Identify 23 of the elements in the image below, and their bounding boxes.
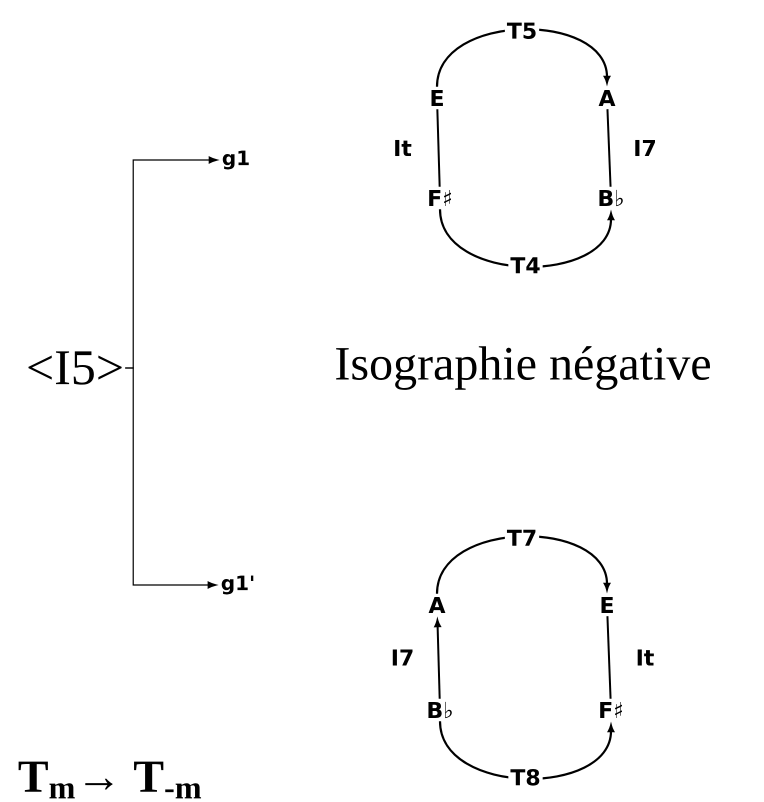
note-name: B♭ (599, 190, 623, 206)
arrow (125, 367, 217, 589)
edge-label: T8 (508, 766, 543, 788)
edge-label: T7 (504, 528, 540, 548)
arrow (434, 619, 441, 699)
caption-text: Isographie négative (336, 346, 710, 390)
edge-label: It (634, 647, 656, 668)
note-name: A (598, 90, 616, 106)
edge-label: It (391, 138, 414, 158)
edge-label: I7 (631, 138, 659, 158)
formula-text: T$_{m}$→ T$_{-m}$ (18, 762, 202, 798)
edge-label: I7 (388, 647, 416, 668)
note-name: A (428, 596, 446, 614)
note-name: E (602, 596, 613, 614)
edge-label: T4 (508, 255, 543, 276)
edge-label: T5 (504, 20, 540, 41)
note-name: E (432, 90, 443, 106)
group-label: g1' (222, 576, 254, 594)
note-name: F♯ (600, 702, 622, 718)
note-name: F♯ (429, 190, 451, 206)
set-label: <I5> (28, 351, 122, 385)
note-name: B♭ (428, 702, 452, 718)
group-label: g1 (222, 150, 249, 170)
